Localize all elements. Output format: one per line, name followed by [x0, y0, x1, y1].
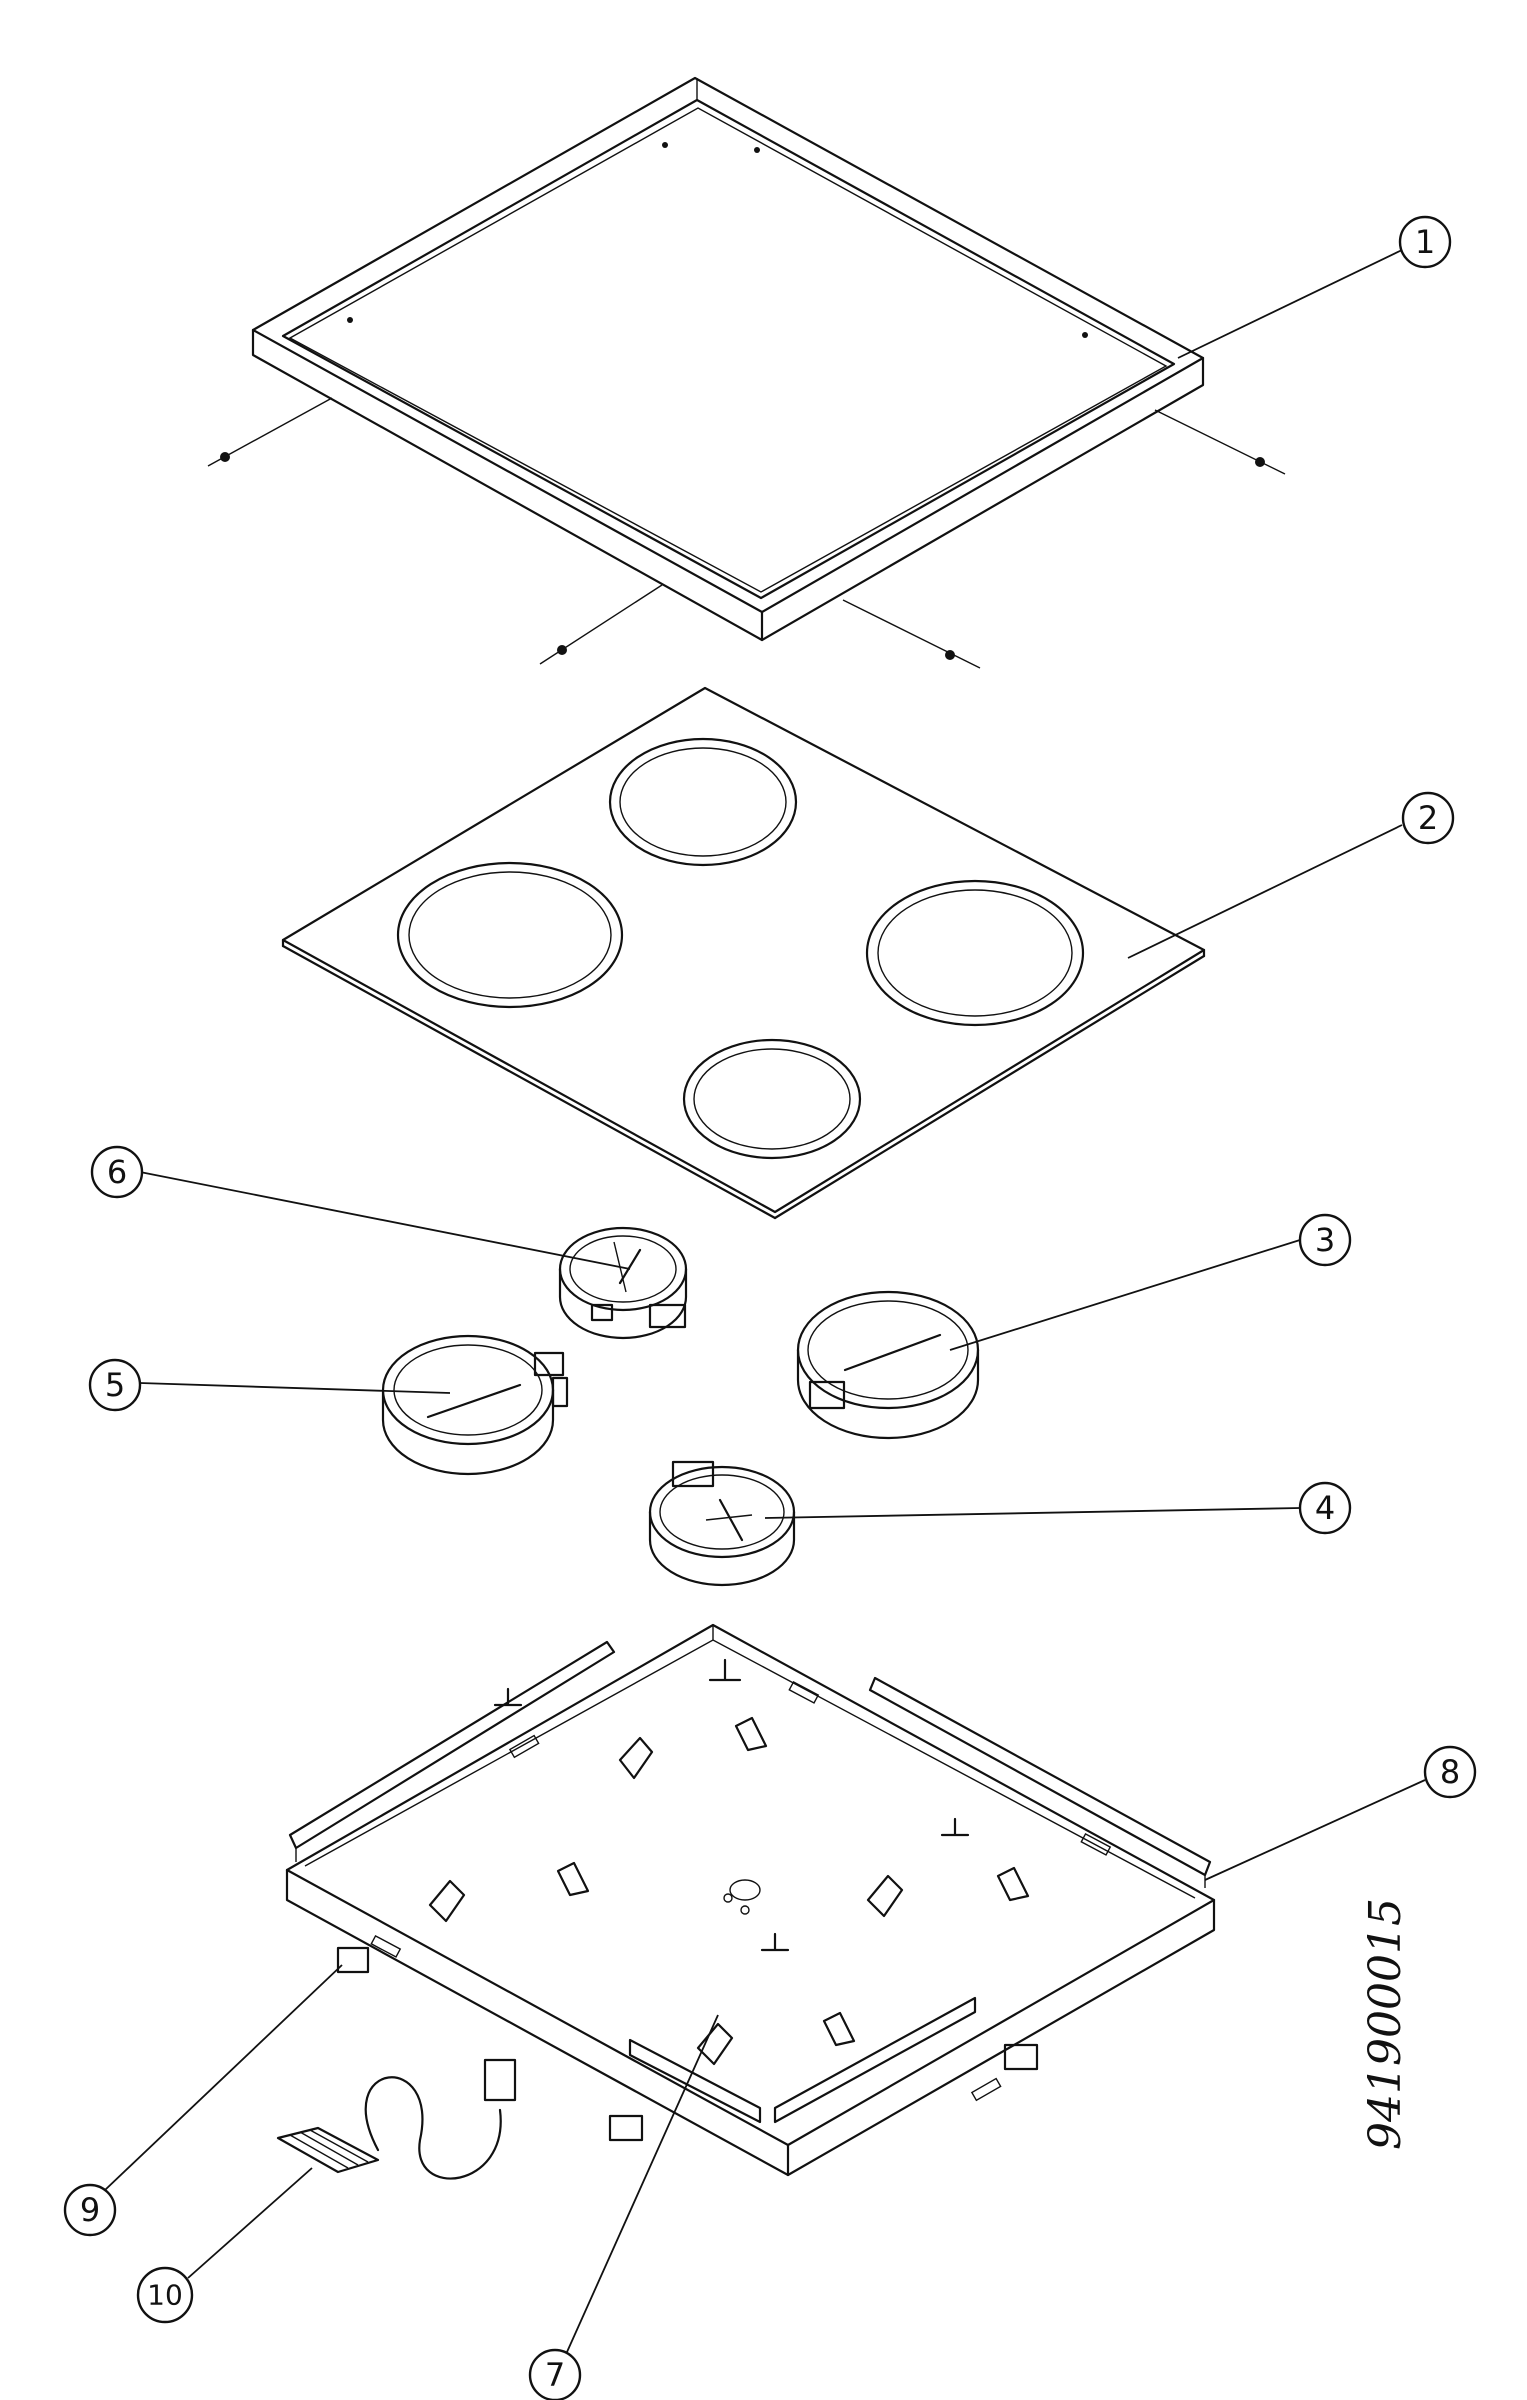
heating-element-front-left-part	[381, 1334, 569, 1476]
callout-1: 1	[1398, 215, 1452, 269]
frame-part	[207, 76, 1286, 669]
callout-6: 6	[90, 1145, 144, 1199]
callout-label: 2	[1418, 799, 1438, 837]
callout-3: 3	[1298, 1213, 1352, 1267]
heating-element-front-right-part	[648, 1460, 796, 1587]
callout-label: 7	[545, 2356, 565, 2394]
callout-label: 6	[107, 1153, 127, 1191]
heating-element-rear-left-part	[558, 1226, 688, 1340]
callout-label: 4	[1315, 1489, 1335, 1527]
callout-label: 1	[1415, 223, 1435, 261]
callout-10: 10	[136, 2266, 194, 2324]
connection-cable-part	[276, 2058, 517, 2180]
callout-2: 2	[1401, 791, 1455, 845]
callout-label: 10	[147, 2279, 183, 2312]
callout-label: 3	[1315, 1221, 1335, 1259]
reference-code: 941900015	[1360, 1898, 1411, 2150]
callout-9: 9	[63, 2183, 117, 2237]
callout-4: 4	[1298, 1481, 1352, 1535]
callout-8: 8	[1423, 1745, 1477, 1799]
base-tray-part	[285, 1623, 1216, 2177]
callout-label: 8	[1440, 1753, 1460, 1791]
callout-7: 7	[528, 2348, 582, 2400]
callout-label: 5	[105, 1366, 125, 1404]
heating-element-rear-right-part	[796, 1290, 980, 1440]
leader-lines	[104, 249, 1426, 2353]
callout-5: 5	[88, 1358, 142, 1412]
callout-label: 9	[80, 2191, 100, 2229]
glass-ceramic-top-part	[281, 686, 1206, 1220]
